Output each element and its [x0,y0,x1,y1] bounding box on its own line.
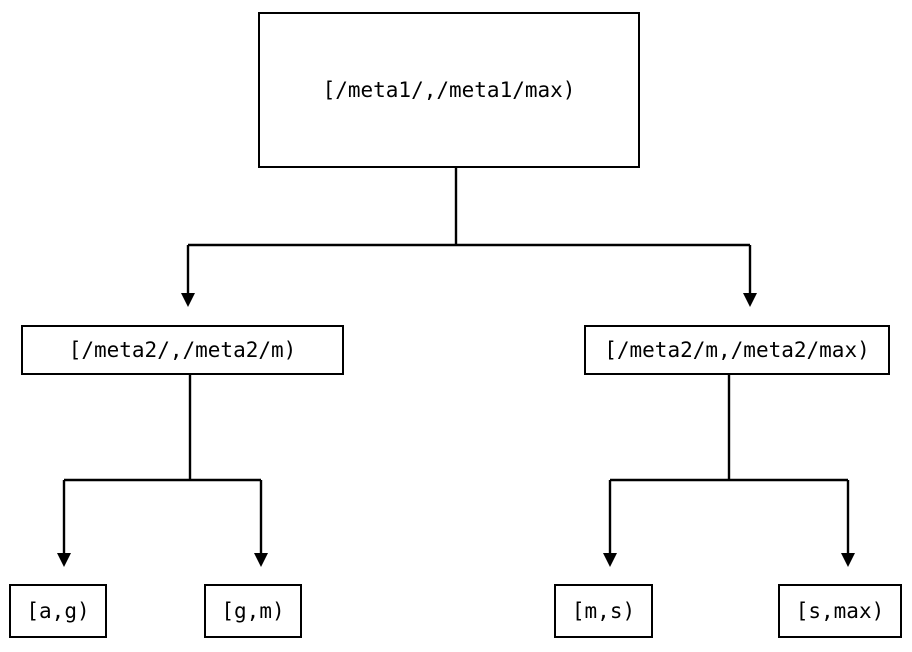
tree-node-mid-right-label: [/meta2/m,/meta2/max) [604,338,870,362]
tree-node-root-label: [/meta1/,/meta1/max) [322,78,576,102]
tree-node-leaf-label: [m,s) [571,599,636,623]
tree-node-leaf[interactable]: [s,max) [778,584,902,638]
tree-node-leaf[interactable]: [a,g) [9,584,107,638]
arrow-head-mid-right [743,293,757,307]
tree-node-mid-left-label: [/meta2/,/meta2/m) [68,338,297,362]
tree-node-leaf-label: [a,g) [26,599,90,623]
arrow-head-leaf-1 [254,553,268,567]
arrow-head-mid-left [181,293,195,307]
tree-node-root[interactable]: [/meta1/,/meta1/max) [258,12,640,168]
arrow-head-leaf-2 [603,553,617,567]
tree-node-mid-right[interactable]: [/meta2/m,/meta2/max) [584,325,890,375]
arrow-head-leaf-0 [57,553,71,567]
tree-node-leaf[interactable]: [g,m) [204,584,302,638]
tree-node-mid-left[interactable]: [/meta2/,/meta2/m) [21,325,344,375]
arrow-head-leaf-3 [841,553,855,567]
tree-node-leaf-label: [g,m) [221,599,285,623]
tree-node-leaf[interactable]: [m,s) [554,584,653,638]
tree-node-leaf-label: [s,max) [795,599,885,623]
